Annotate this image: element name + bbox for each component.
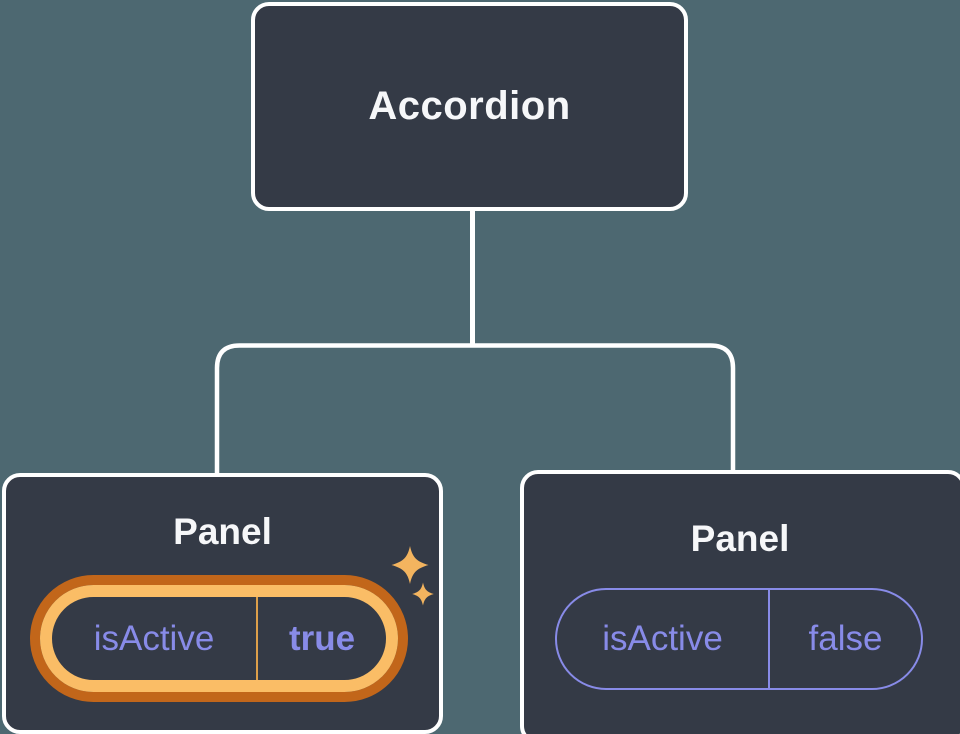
prop-name-cell: isActive — [557, 590, 770, 688]
prop-pill-active-inner: isActive true — [40, 585, 398, 692]
prop-value-cell: false — [770, 590, 921, 688]
connector-bracket — [214, 343, 736, 475]
prop-name-label: isActive — [602, 619, 723, 658]
sparkle-small-icon — [412, 582, 434, 606]
panel-node-inactive-label: Panel — [690, 518, 790, 559]
sparkle-large-icon — [391, 546, 429, 584]
prop-value-label: false — [808, 619, 883, 658]
prop-pill-inactive: isActive false — [555, 588, 923, 690]
accordion-node-label: Accordion — [368, 84, 571, 128]
prop-value-label: true — [288, 618, 356, 658]
panel-node-active-label: Panel — [173, 511, 272, 552]
accordion-node: Accordion — [251, 2, 688, 211]
prop-pill-active: isActive true — [30, 575, 408, 702]
prop-name-cell: isActive — [52, 597, 258, 680]
prop-name-label: isActive — [93, 618, 215, 658]
prop-value-cell: true — [258, 597, 386, 680]
sparkles-icon — [391, 546, 434, 606]
